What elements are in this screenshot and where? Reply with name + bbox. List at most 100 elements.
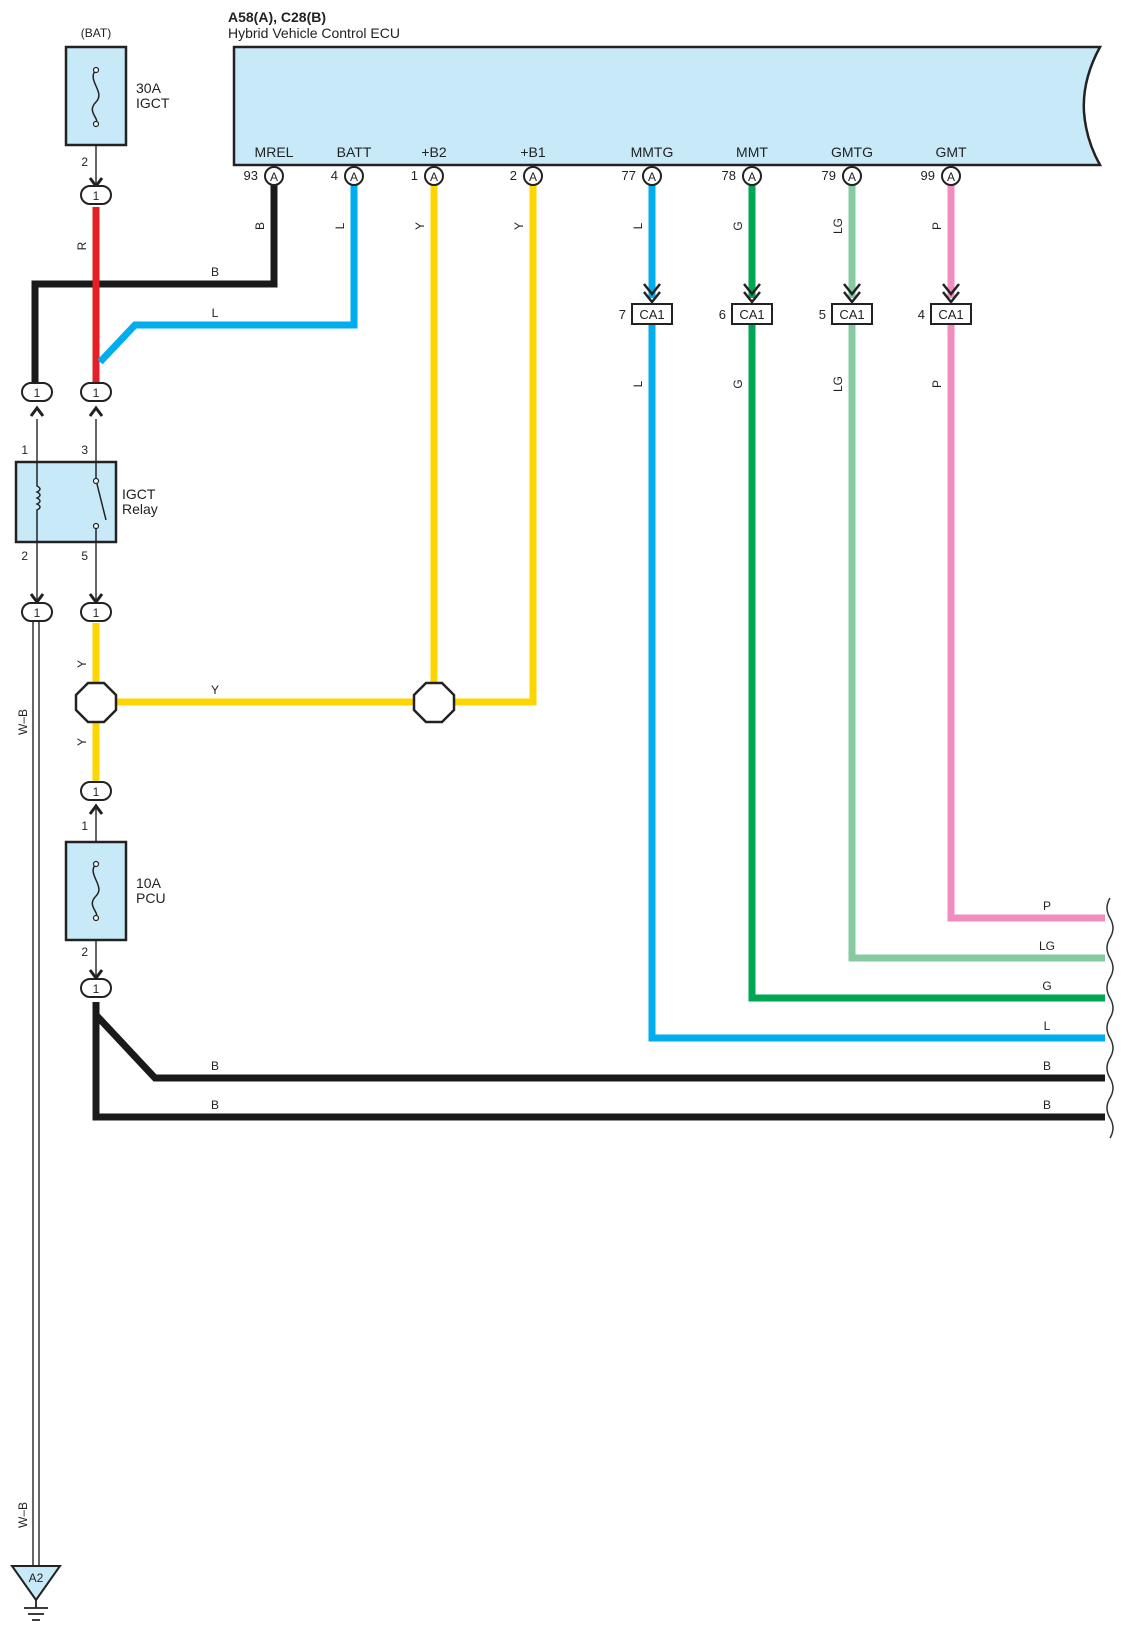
conn-a-mrel: A [270,170,278,184]
terminal-b2: 1 A [411,166,444,186]
relay-pin2: 2 [21,549,28,563]
wire-label-batt: L [333,222,347,229]
pin-99: 99 [921,168,935,183]
ground-label: A2 [29,1571,44,1585]
junction-label: 1 [93,785,100,799]
relay-name2: Relay [122,501,158,517]
pin-4: 4 [331,168,338,183]
terminal-b1-label: +B1 [520,144,546,160]
wire-label-wb-upper: W–B [16,709,30,735]
ca1-label: CA1 [739,307,764,322]
pin-78: 78 [722,168,736,183]
terminal-gmtg-label: GMTG [831,144,873,160]
pin-77: 77 [622,168,636,183]
terminal-batt: 4 A [331,166,364,186]
junction-connectors: 1 1 1 1 1 1 [21,177,112,998]
wire-label-black-bottom-2: B [211,1098,219,1112]
wire-label-mmtg-lower: L [631,380,645,387]
junction-label: 1 [93,982,100,996]
wire-label-yellow-upper: Y [75,660,89,668]
fuse-pcu-pin-bottom: 2 [81,945,88,959]
terminal-b1: 2 A [510,166,543,186]
pin-79: 79 [822,168,836,183]
conn-a-mmtg: A [648,170,656,184]
wire-b1-yellow [455,178,537,706]
ca1-gmtg: CA1 5 [819,283,873,325]
fuse-pcu-rating: 10A [136,875,162,891]
wire-label-b2: Y [413,222,427,230]
wire-label-yellow-horizontal: Y [211,683,219,697]
wire-label-black-top: B [211,265,219,279]
junction-label: 1 [34,606,41,620]
ground-icon [24,1600,48,1621]
relay-leads [36,145,97,978]
junction-fuse-pcu-bottom: 1 [80,969,112,998]
igct-relay: IGCT Relay 1 3 2 5 [14,443,158,563]
conn-a-gmt: A [947,170,955,184]
terminal-mmtg: 77 A [622,166,662,186]
ca1-gmt: CA1 4 [918,283,972,325]
junction-relay-top-right: 1 [80,382,112,417]
coil-icon [35,462,41,542]
ca1-connectors: CA1 7 CA1 6 CA1 5 CA1 4 [619,283,972,325]
junction-fuse-igct-bottom: 1 [80,177,112,205]
ecu-box [232,45,1103,167]
fuse-igct-pin: 2 [81,155,88,169]
pin-93: 93 [244,168,258,183]
splice-right [412,681,456,724]
junction-label: 1 [93,386,100,400]
terminal-gmtg: 79 A [822,166,862,186]
wire-label-gmtg: LG [831,218,845,234]
wire-label-right-b1: B [1043,1059,1051,1073]
terminal-gmt: 99 A [921,166,961,186]
wire-label-yellow-lower: Y [75,738,89,746]
junction-relay-bottom-right: 1 [80,593,112,622]
conn-a-batt: A [350,170,358,184]
wire-label-blue-horizontal: L [212,306,219,320]
wire-batt-blue [97,178,358,365]
ecu-connectors: A58(A), C28(B) [228,9,326,25]
pin-1: 1 [411,168,418,183]
fuse-icon [91,69,100,125]
ecu-name: Hybrid Vehicle Control ECU [228,25,400,41]
wire-label-right-l: L [1044,1019,1051,1033]
relay-name: IGCT [122,486,156,502]
splice-points [74,681,456,724]
ca1-label: CA1 [938,307,963,322]
junction-relay-bottom-left: 1 [21,593,53,622]
fuse-igct-name: IGCT [136,95,170,111]
wire-label-mmtg: L [631,222,645,229]
pin-2: 2 [510,168,517,183]
wire-label-gmt-lower: P [930,380,944,388]
ca1-label: CA1 [639,307,664,322]
wire-label-b1: Y [512,222,526,230]
fuse-igct-rating: 30A [136,80,162,96]
relay-pin3: 3 [81,443,88,457]
wire-label-gmtg-lower: LG [831,376,845,392]
fuse-icon [91,863,100,919]
terminal-gmt-label: GMT [935,144,967,160]
wire-label-red: R [75,241,89,250]
conn-a-gmtg: A [848,170,856,184]
fuse-pcu-pin-top: 1 [81,819,88,833]
terminal-mmt-label: MMT [736,144,768,160]
wire-label-mrel: B [253,222,267,230]
junction-label: 1 [93,606,100,620]
wire-label-black-bottom-1: B [211,1059,219,1073]
ground-a2: A2 [10,1565,62,1621]
wire-label-right-g: G [1042,979,1051,993]
bat-label: (BAT) [81,26,111,40]
junction-fuse-pcu-top: 1 [80,781,112,815]
junction-label: 1 [93,189,100,203]
relay-pin1: 1 [21,443,28,457]
fuse-pcu: 10A PCU 1 2 [64,819,166,959]
wire-label-gmt: P [930,222,944,230]
terminal-mmt: 78 A [722,166,762,186]
ca1-label: CA1 [839,307,864,322]
junction-label: 1 [34,386,41,400]
terminal-mmtg-label: MMTG [631,144,674,160]
ecu-terminals: 93 A 4 A 1 A 2 A 77 A 78 A [244,166,961,186]
splice-left [74,681,118,724]
wire-mrel-black [31,178,278,383]
